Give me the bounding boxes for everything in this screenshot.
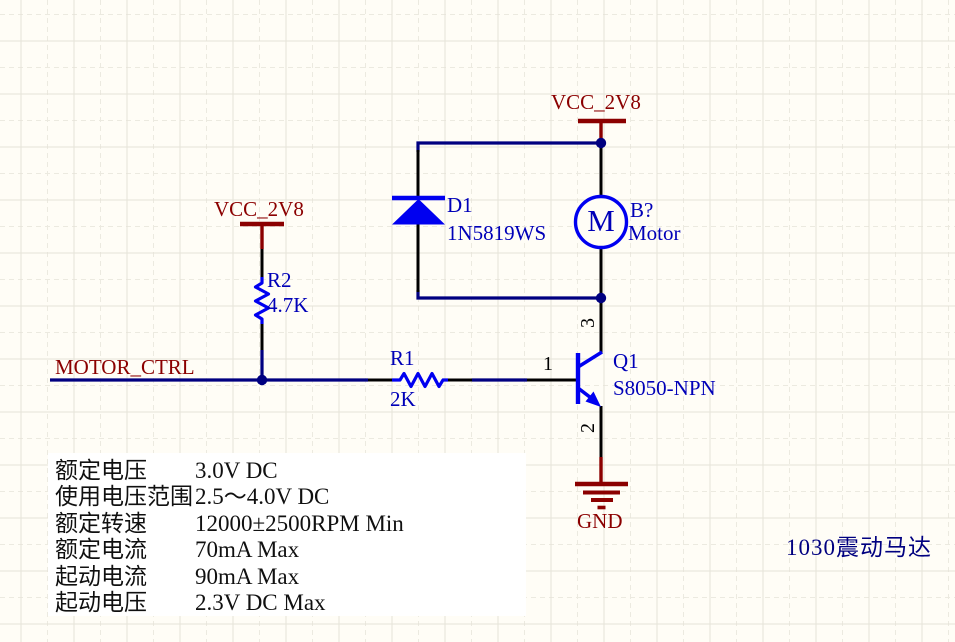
designator-motor[interactable]: B? bbox=[630, 198, 654, 222]
designator-r1[interactable]: R1 bbox=[390, 346, 415, 370]
spec-value: 12000±2500RPM Min bbox=[195, 510, 404, 536]
motor-symbol[interactable] bbox=[573, 194, 629, 250]
spec-row: 起动电流 90mA Max bbox=[55, 564, 526, 590]
value-r2[interactable]: 4.7K bbox=[267, 293, 309, 317]
resistor-r1-symbol[interactable] bbox=[392, 371, 448, 389]
comment-q1-part[interactable]: S8050-NPN bbox=[613, 376, 716, 400]
spec-row: 起动电压 2.3V DC Max bbox=[55, 590, 526, 616]
diode-d1-symbol[interactable] bbox=[392, 195, 445, 225]
schematic-caption: 1030震动马达 bbox=[786, 535, 932, 560]
designator-q1[interactable]: Q1 bbox=[613, 349, 639, 373]
motor-symbol-letter: M bbox=[587, 203, 615, 238]
spec-label: 起动电流 bbox=[55, 563, 147, 589]
spec-value: 90mA Max bbox=[195, 563, 300, 589]
comment-motor[interactable]: Motor bbox=[628, 221, 681, 245]
designator-r2[interactable]: R2 bbox=[267, 268, 292, 292]
designator-d1[interactable]: D1 bbox=[447, 193, 473, 217]
wire-diode-loop[interactable] bbox=[416, 141, 601, 300]
value-r1[interactable]: 2K bbox=[390, 387, 416, 411]
spec-label: 额定电流 bbox=[55, 537, 147, 563]
spec-label: 起动电压 bbox=[55, 590, 147, 616]
power-port-vcc-left[interactable] bbox=[240, 221, 284, 249]
spec-value: 3.0V DC bbox=[195, 458, 278, 483]
spec-value: 2.5～4.0V DC bbox=[195, 484, 330, 510]
power-label-gnd[interactable]: GND bbox=[577, 509, 623, 533]
spec-row: 额定电压 3.0V DC bbox=[55, 458, 526, 484]
spec-label: 额定电压 bbox=[55, 458, 147, 483]
power-port-gnd[interactable] bbox=[575, 457, 628, 510]
spec-value: 2.3V DC Max bbox=[195, 590, 326, 616]
spec-row: 额定转速 12000±2500RPM Min bbox=[55, 511, 526, 537]
resistor-r2-symbol[interactable] bbox=[253, 277, 271, 324]
net-label-motor-ctrl[interactable]: MOTOR_CTRL bbox=[55, 355, 195, 379]
spec-label: 额定转速 bbox=[55, 510, 147, 536]
spec-row: 额定电流 70mA Max bbox=[55, 537, 526, 563]
comment-d1-part[interactable]: 1N5819WS bbox=[447, 221, 547, 245]
transistor-q1-symbol[interactable] bbox=[575, 350, 603, 407]
junction-dot bbox=[595, 137, 607, 149]
spec-label: 使用电压范围 bbox=[55, 484, 193, 510]
junction-dot bbox=[256, 374, 268, 386]
spec-value: 70mA Max bbox=[195, 537, 300, 563]
pin-number-base: 1 bbox=[543, 353, 553, 375]
power-label-vcc-top[interactable]: VCC_2V8 bbox=[551, 90, 641, 114]
power-label-vcc-left[interactable]: VCC_2V8 bbox=[214, 197, 304, 221]
pin-number-collector: 3 bbox=[577, 318, 599, 328]
pin-number-emitter: 2 bbox=[577, 423, 599, 433]
junction-dot bbox=[595, 292, 607, 304]
